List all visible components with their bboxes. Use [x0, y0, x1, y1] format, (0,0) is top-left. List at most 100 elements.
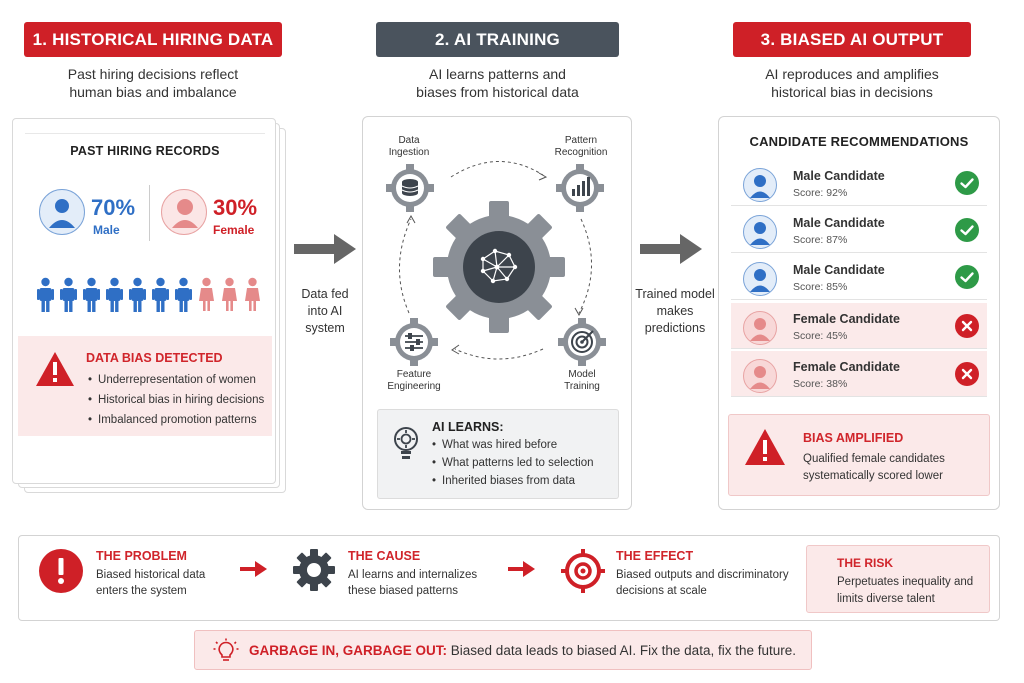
section-3-subtitle: AI reproduces and amplifies historical b…	[733, 65, 971, 101]
arrow-1-line: system	[305, 321, 345, 335]
model-training-label: Model Training	[553, 369, 611, 393]
female-person-icon	[222, 277, 237, 311]
step-label-line: Ingestion	[388, 147, 430, 158]
bias-amplified-line2: systematically scored lower	[803, 470, 943, 482]
ai-learns-box: AI LEARNS: What was hired before What pa…	[377, 409, 619, 499]
training-cycle-diagram	[399, 161, 592, 360]
male-person-icon	[106, 277, 123, 312]
female-avatar-icon	[743, 311, 777, 345]
feature-engineering-icon	[390, 318, 438, 366]
section-2-subtitle-line2: biases from historical data	[416, 84, 579, 100]
candidate-name: Female Candidate	[793, 360, 900, 374]
ai-learns-item: What patterns led to selection	[432, 454, 594, 472]
rejected-x-icon	[955, 314, 979, 338]
male-person-icon	[175, 277, 192, 312]
people-row	[37, 277, 267, 313]
candidate-name: Male Candidate	[793, 263, 885, 277]
arrow-1-label: Data fed into AI system	[292, 286, 358, 337]
candidate-score: Score: 92%	[793, 187, 848, 199]
flow-arrow-2	[640, 234, 702, 264]
arrow-2-line: makes	[656, 304, 694, 318]
pattern-recognition-label: Pattern Recognition	[549, 135, 613, 159]
card-top-rule	[25, 133, 265, 134]
male-person-icon	[83, 277, 100, 312]
step-label-line: Model	[568, 369, 596, 380]
effect-line2: decisions at scale	[616, 585, 707, 597]
cause-title: THE CAUSE	[348, 549, 421, 563]
effect-title: THE EFFECT	[616, 549, 694, 563]
male-avatar-icon	[743, 168, 777, 202]
male-label: Male	[93, 223, 120, 237]
warning-icon	[36, 352, 74, 386]
candidate-row: Female Candidate Score: 38%	[731, 351, 987, 397]
bias-amplified-box: BIAS AMPLIFIED Qualified female candidat…	[728, 414, 990, 496]
alert-circle-icon	[39, 549, 83, 593]
candidate-row: Male Candidate Score: 92%	[731, 160, 987, 206]
feature-engineering-label: Feature Engineering	[381, 369, 447, 393]
section-1-subtitle-line1: Past hiring decisions reflect	[67, 66, 239, 82]
candidate-name: Male Candidate	[793, 216, 885, 230]
male-person-icon	[37, 277, 54, 312]
bias-amplified-line1: Qualified female candidates	[803, 453, 945, 465]
section-1-subtitle-line2: human bias and imbalance	[69, 84, 237, 100]
ai-learns-item: What was hired before	[432, 436, 594, 454]
candidate-name: Male Candidate	[793, 169, 885, 183]
data-bias-list: Underrepresentation of women Historical …	[88, 370, 264, 430]
male-person-icon	[60, 277, 77, 312]
risk-box: THE RISK Perpetuates inequality and limi…	[806, 545, 990, 613]
male-avatar-icon	[39, 189, 85, 235]
section-2-subtitle-line1: AI learns patterns and	[429, 66, 566, 82]
candidate-row: Female Candidate Score: 45%	[731, 303, 987, 349]
accepted-check-icon	[955, 218, 979, 242]
rejected-x-icon	[955, 362, 979, 386]
section-2-header: 2. AI TRAINING	[376, 22, 619, 57]
section-2-subtitle: AI learns patterns and biases from histo…	[376, 65, 619, 101]
bias-amplified-title: BIAS AMPLIFIED	[803, 431, 904, 445]
female-percent: 30%	[213, 195, 258, 220]
risk-title: THE RISK	[837, 556, 894, 570]
data-bias-item: Historical bias in hiring decisions	[88, 390, 264, 410]
female-person-icon	[199, 277, 214, 311]
step-label-line: Data	[398, 135, 420, 146]
section-2-title: 2. AI TRAINING	[435, 29, 560, 49]
ai-learns-title: AI LEARNS:	[432, 420, 504, 434]
effect-line1: Biased outputs and discriminatory	[616, 569, 789, 581]
candidate-score: Score: 85%	[793, 281, 848, 293]
data-bias-item: Underrepresentation of women	[88, 370, 264, 390]
problem-line2: enters the system	[96, 585, 187, 597]
section-1-title: 1. HISTORICAL HIRING DATA	[32, 29, 274, 49]
data-ingestion-label: Data Ingestion	[381, 135, 437, 159]
candidate-score: Score: 87%	[793, 234, 848, 246]
problem-line1: Biased historical data	[96, 569, 206, 581]
male-avatar-icon	[743, 215, 777, 249]
step-label-line: Feature	[396, 369, 432, 380]
female-label: Female	[213, 223, 255, 237]
arrow-2-label: Trained model makes predictions	[634, 286, 716, 337]
step-label-line: Engineering	[387, 381, 441, 392]
problem-title: THE PROBLEM	[96, 549, 187, 563]
stat-divider	[149, 185, 150, 241]
model-training-icon	[558, 318, 606, 366]
male-person-icon	[152, 277, 169, 312]
female-avatar-icon	[161, 189, 207, 235]
data-bias-title: DATA BIAS DETECTED	[86, 351, 223, 365]
risk-line1: Perpetuates inequality and	[837, 576, 974, 588]
records-title: PAST HIRING RECORDS	[70, 144, 220, 158]
accepted-check-icon	[955, 265, 979, 289]
banner-bold: GARBAGE IN, GARBAGE OUT:	[249, 643, 448, 658]
candidate-score: Score: 38%	[793, 378, 848, 390]
ai-learns-list: What was hired before What patterns led …	[432, 436, 594, 490]
recommendations-title: CANDIDATE RECOMMENDATIONS	[749, 134, 969, 149]
section-1-header: 1. HISTORICAL HIRING DATA	[24, 22, 282, 57]
lightbulb-icon	[213, 638, 239, 661]
data-bias-item: Imbalanced promotion patterns	[88, 410, 264, 430]
lightbulb-gear-icon	[394, 427, 418, 459]
flow-arrow-1	[294, 234, 356, 264]
target-icon	[561, 549, 605, 593]
arrow-2-line: predictions	[644, 321, 706, 335]
training-panel: Data Ingestion Pattern Recognition Featu…	[362, 116, 632, 510]
male-avatar-icon	[743, 262, 777, 296]
candidate-row: Male Candidate Score: 87%	[731, 207, 987, 253]
summary-arrow-2	[508, 561, 535, 577]
male-person-icon	[129, 277, 146, 312]
